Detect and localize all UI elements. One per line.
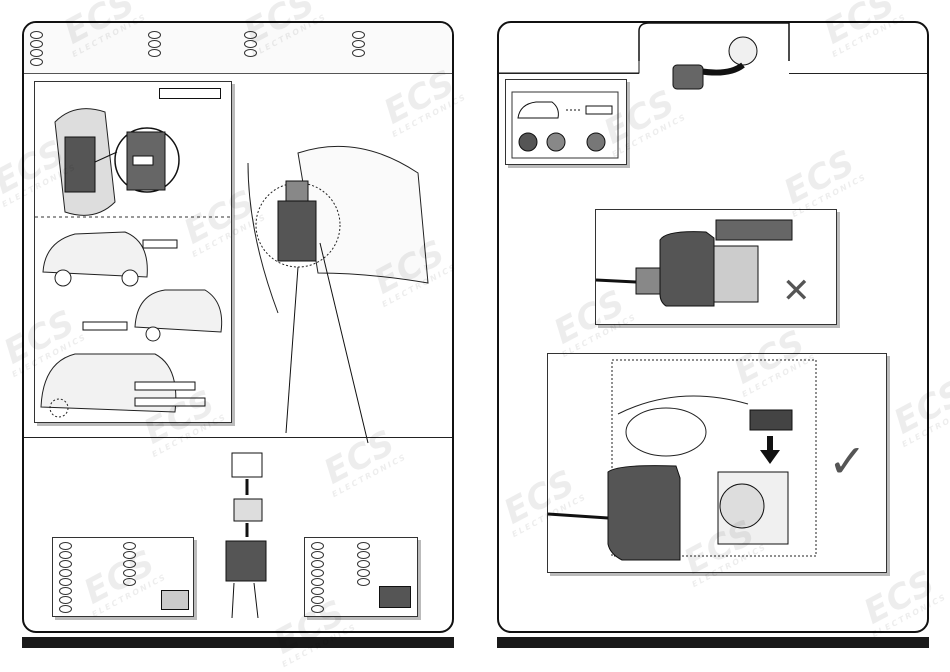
- connector-stack-illustration: [225, 452, 267, 619]
- correct-check-mark: ✓: [828, 434, 867, 488]
- label-box-top: [159, 88, 221, 99]
- left-instruction-panel: [22, 21, 454, 633]
- left-footer-bar: [22, 637, 454, 648]
- legend-left-ovals-a: [59, 542, 72, 614]
- vehicle-location-box: [34, 81, 232, 423]
- legend-right-ovals-b: [357, 542, 370, 587]
- correct-connection-illustration: [547, 359, 817, 561]
- left-divider: [24, 437, 452, 438]
- oval-column-1: [30, 31, 43, 67]
- legend-right-module-icon: [379, 586, 411, 608]
- oval-column-2: [148, 31, 161, 58]
- left-header-strip: [24, 23, 452, 74]
- wiring-legend-left: [52, 537, 194, 617]
- vehicle-diagrams-illustration: [35, 108, 231, 418]
- oval-column-3: [244, 31, 257, 58]
- legend-left-ovals-b: [123, 542, 136, 587]
- vehicle-trailer-illustration: [511, 91, 619, 159]
- right-header-line-left: [499, 73, 639, 74]
- incorrect-connection-illustration: [595, 219, 793, 307]
- towbar-tab-illustration: [497, 22, 790, 90]
- wiring-legend-right: [304, 537, 418, 617]
- legend-left-car-icon: [161, 590, 189, 610]
- right-instruction-panel: ✕ ✓: [497, 21, 929, 633]
- right-header-line-right: [789, 73, 927, 74]
- legend-right-ovals-a: [311, 542, 324, 614]
- vehicle-trailer-box: [505, 79, 627, 165]
- incorrect-cross-mark: ✕: [782, 271, 811, 311]
- rear-light-illustration: [247, 145, 429, 444]
- right-footer-bar: [497, 637, 929, 648]
- correct-connection-box: ✓: [547, 353, 887, 573]
- incorrect-connection-box: ✕: [595, 209, 837, 325]
- oval-column-4: [352, 31, 365, 58]
